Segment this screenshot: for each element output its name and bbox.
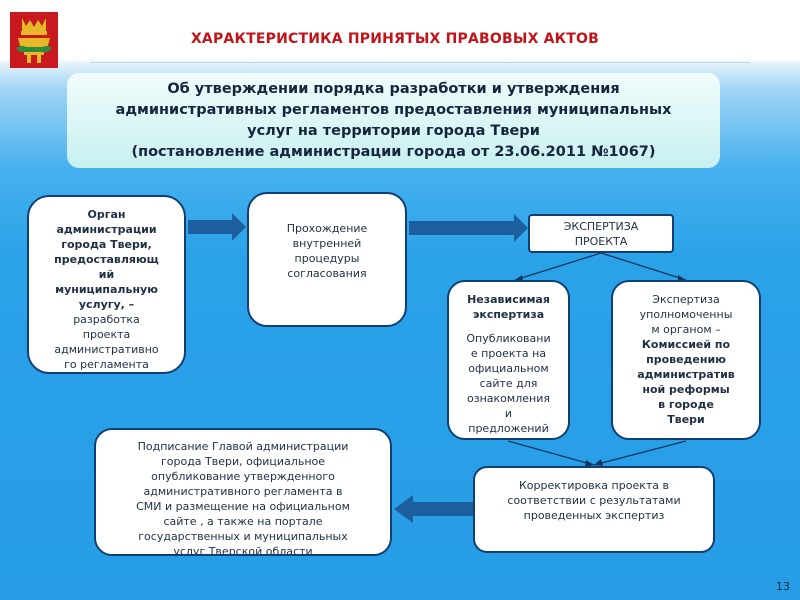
commission-bold-line: проведению: [646, 353, 726, 366]
arrow-expertise-to-independent: [514, 252, 602, 281]
independent-bold-line: Независимая: [467, 293, 550, 306]
internal-approval-box: Прохождение внутренней процедуры согласо…: [247, 192, 407, 327]
signing-line: опубликование утвержденного: [151, 470, 335, 483]
correction-box: Корректировка проекта в соответствии с р…: [473, 466, 715, 553]
signing-line: города Твери, официальное: [160, 455, 326, 468]
correction-line: соответствии с результатами: [507, 494, 681, 507]
title-divider: [90, 62, 750, 63]
organ-bold-line: услугу, –: [78, 298, 135, 311]
organ-bold-line: предоставляющ: [54, 253, 159, 266]
correction-line: проведенных экспертиз: [523, 509, 665, 522]
commission-bold-line: Твери: [667, 413, 705, 426]
arrow-independent-to-correction: [507, 440, 595, 466]
organ-line: го регламента: [64, 358, 149, 371]
arrow-correction-to-signing: [394, 495, 473, 523]
commission-bold-line: ной реформы: [642, 383, 730, 396]
signing-publication-box: Подписание Главой администрации города Т…: [94, 428, 392, 556]
organ-line: административно: [54, 343, 159, 356]
signing-line: услуг Тверской области: [173, 545, 313, 556]
internal-line: Прохождение: [286, 222, 368, 235]
act-title-panel: Об утверждении порядка разработки и утве…: [67, 73, 720, 168]
commission-bold-line: Комиссией по: [641, 338, 731, 351]
independent-line: официальном: [468, 362, 549, 375]
internal-line: согласования: [287, 267, 367, 280]
independent-line: и: [504, 407, 513, 420]
signing-line: административного регламента в: [143, 485, 343, 498]
arrow-organ-to-internal: [188, 213, 246, 241]
arrow-commission-to-correction: [593, 440, 687, 466]
page-number: 13: [776, 580, 790, 593]
independent-line: е проекта на: [470, 347, 547, 360]
organ-bold-line: муниципальную: [55, 283, 158, 296]
signing-line: СМИ и размещение на официальном: [136, 500, 350, 513]
organ-box: Орган администрации города Твери, предос…: [27, 195, 186, 374]
coat-of-arms-logo: [10, 12, 58, 68]
organ-bold-line: ий: [98, 268, 115, 281]
commission-bold-line: в городе: [658, 398, 714, 411]
organ-bold-line: администрации: [56, 223, 157, 236]
correction-line: Корректировка проекта в: [519, 479, 669, 492]
organ-bold-line: города Твери,: [61, 238, 152, 251]
commission-line: м органом –: [651, 323, 721, 336]
expertise-box: ЭКСПЕРТИЗА ПРОЕКТА: [528, 214, 674, 253]
internal-line: внутренней: [292, 237, 362, 250]
signing-line: сайте , а также на портале: [163, 515, 323, 528]
expertise-line: ПРОЕКТА: [574, 235, 628, 248]
expertise-line: ЭКСПЕРТИЗА: [563, 220, 639, 233]
act-title-line: услуг на территории города Твери: [247, 123, 540, 139]
independent-expertise-box: Независимая экспертиза Опубликовани е пр…: [447, 280, 570, 440]
organ-line: разработка: [73, 313, 140, 326]
independent-bold-line: экспертиза: [472, 308, 545, 321]
act-title-line: (постановление администрации города от 2…: [131, 144, 656, 160]
independent-line: предложений: [468, 422, 549, 435]
arrow-expertise-to-commission: [600, 252, 687, 281]
arrow-internal-to-expertise: [409, 214, 528, 242]
signing-line: Подписание Главой администрации: [137, 440, 349, 453]
tver-coat-of-arms-icon: [10, 12, 58, 68]
slide-title: ХАРАКТЕРИСТИКА ПРИНЯТЫХ ПРАВОВЫХ АКТОВ: [190, 31, 600, 47]
organ-bold-line: Орган: [87, 208, 126, 221]
act-title-line: административных регламентов предоставле…: [115, 102, 672, 118]
commission-line: уполномоченны: [639, 308, 733, 321]
organ-line: проекта: [82, 328, 131, 341]
commission-line: Экспертиза: [652, 293, 720, 306]
act-title-line: Об утверждении порядка разработки и утве…: [167, 81, 620, 97]
commission-bold-line: административ: [637, 368, 735, 381]
signing-line: государственных и муниципальных: [138, 530, 348, 543]
independent-line: ознакомления: [467, 392, 550, 405]
independent-line: Опубликовани: [466, 332, 551, 345]
independent-line: сайте для: [479, 377, 538, 390]
internal-line: процедуры: [294, 252, 360, 265]
commission-expertise-box: Экспертиза уполномоченны м органом – Ком…: [611, 280, 761, 440]
